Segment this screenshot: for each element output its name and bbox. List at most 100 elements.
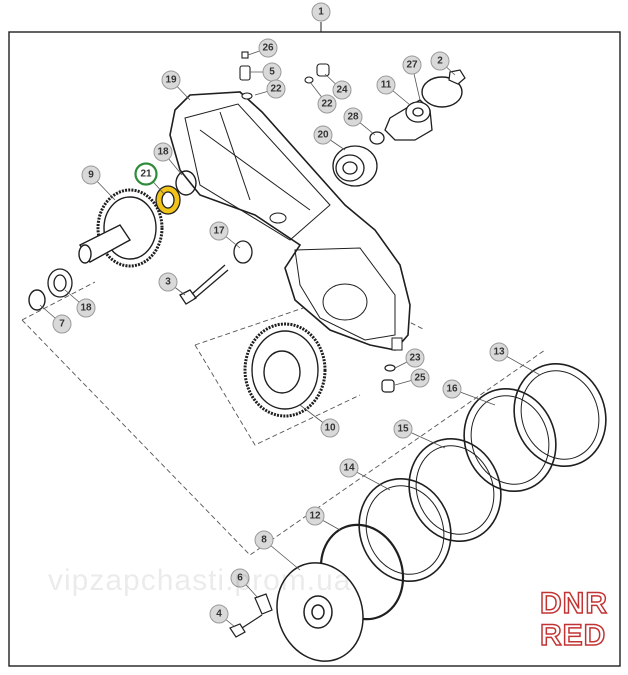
callout-circle xyxy=(489,342,509,362)
callout-22: 22 xyxy=(317,94,337,114)
flange-part-11 xyxy=(384,99,433,141)
callout-circle xyxy=(376,75,396,95)
callout-27: 27 xyxy=(402,55,422,75)
callout-circle xyxy=(161,70,181,90)
callout-circle xyxy=(393,419,413,439)
callout-number: 14 xyxy=(343,463,355,474)
callout-number: 18 xyxy=(80,303,92,314)
callout-number: 2 xyxy=(437,56,443,67)
callout-circle xyxy=(254,530,274,550)
callout-number: 9 xyxy=(88,170,94,181)
ring-part-18-upper xyxy=(175,170,197,196)
gear-shaft-part-9 xyxy=(78,188,164,268)
callout-circle xyxy=(402,55,422,75)
callout-number: 3 xyxy=(165,277,171,288)
callout-12: 12 xyxy=(305,506,325,526)
callout-15: 15 xyxy=(393,419,413,439)
callout-number: 21 xyxy=(140,169,152,180)
callout-number: 17 xyxy=(213,226,225,237)
bracket-part-6 xyxy=(254,593,273,615)
callout-26: 26 xyxy=(258,38,278,58)
callout-number: 5 xyxy=(269,67,275,78)
callout-11: 11 xyxy=(376,75,396,95)
ring-part-7 xyxy=(28,289,46,311)
gear-part-10 xyxy=(243,322,327,418)
callout-number: 6 xyxy=(237,573,243,584)
callout-number: 4 xyxy=(216,609,222,620)
ring-part-28 xyxy=(369,131,385,145)
callout-20: 20 xyxy=(313,125,333,145)
callout-circle xyxy=(410,368,430,388)
cover-part-8 xyxy=(276,562,364,662)
callout-circle xyxy=(343,107,363,127)
callout-13: 13 xyxy=(489,342,509,362)
gasket-part-14 xyxy=(358,477,452,583)
callout-24: 24 xyxy=(332,80,352,100)
callout-number: 22 xyxy=(321,99,333,110)
callout-8: 8 xyxy=(254,530,274,550)
callout-number: 25 xyxy=(414,373,426,384)
callout-circle xyxy=(158,272,178,292)
callout-28: 28 xyxy=(343,107,363,127)
callout-number: 19 xyxy=(165,75,177,86)
callout-number: 15 xyxy=(397,424,409,435)
callout-16: 16 xyxy=(442,379,462,399)
callout-circle xyxy=(258,38,278,58)
callout-number: 8 xyxy=(261,535,267,546)
gasket-part-16 xyxy=(463,387,557,493)
callout-circle xyxy=(313,125,333,145)
callout-number: 11 xyxy=(381,80,392,91)
callout-number: 18 xyxy=(157,147,169,158)
watermark-text: vipzapchasti.prom.ua xyxy=(48,564,351,597)
callout-14: 14 xyxy=(339,458,359,478)
callout-circle xyxy=(52,314,72,334)
callout-17: 17 xyxy=(209,221,229,241)
callout-circle xyxy=(209,221,229,241)
callout-circle xyxy=(266,79,286,99)
callout-23: 23 xyxy=(405,348,425,368)
callout-number: 20 xyxy=(317,130,329,141)
callout-number: 23 xyxy=(409,353,421,364)
callout-5: 5 xyxy=(262,62,282,82)
highlight-ring xyxy=(134,162,158,186)
callout-circle xyxy=(81,165,101,185)
brand-line-1: DNR xyxy=(540,587,608,620)
bearing-part-20 xyxy=(332,145,378,187)
callout-number: 12 xyxy=(309,511,321,522)
callout-circle xyxy=(230,568,250,588)
callout-6: 6 xyxy=(230,568,250,588)
bolt-part-4 xyxy=(229,614,263,638)
callout-10: 10 xyxy=(320,418,340,438)
bolt-part-3 xyxy=(179,264,229,305)
callout-number: 26 xyxy=(262,43,274,54)
callout-circle xyxy=(339,458,359,478)
callout-number: 22 xyxy=(270,84,282,95)
washer-part-17 xyxy=(233,240,253,264)
callout-number: 27 xyxy=(406,60,418,71)
callout-number: 28 xyxy=(347,112,359,123)
callout-circle xyxy=(442,379,462,399)
callout-number: 1 xyxy=(318,7,324,18)
callout-number: 13 xyxy=(493,347,505,358)
assembly-frame xyxy=(8,22,621,667)
callout-1: 1 xyxy=(311,2,331,22)
bearing-part-18-lower xyxy=(47,268,73,298)
callout-circle xyxy=(430,51,450,71)
callout-circle xyxy=(405,348,425,368)
callout-18: 18 xyxy=(76,298,96,318)
callout-number: 7 xyxy=(59,319,65,330)
callout-circle xyxy=(76,298,96,318)
callout-circle xyxy=(311,2,331,22)
callout-18: 18 xyxy=(153,142,173,162)
callout-22: 22 xyxy=(266,79,286,99)
callout-3: 3 xyxy=(158,272,178,292)
callout-number: 10 xyxy=(324,423,336,434)
plug-parts-23-25 xyxy=(381,364,396,393)
gasket-part-15 xyxy=(408,437,502,543)
callout-circle xyxy=(320,418,340,438)
callout-circle xyxy=(209,604,229,624)
callout-circle xyxy=(332,80,352,100)
